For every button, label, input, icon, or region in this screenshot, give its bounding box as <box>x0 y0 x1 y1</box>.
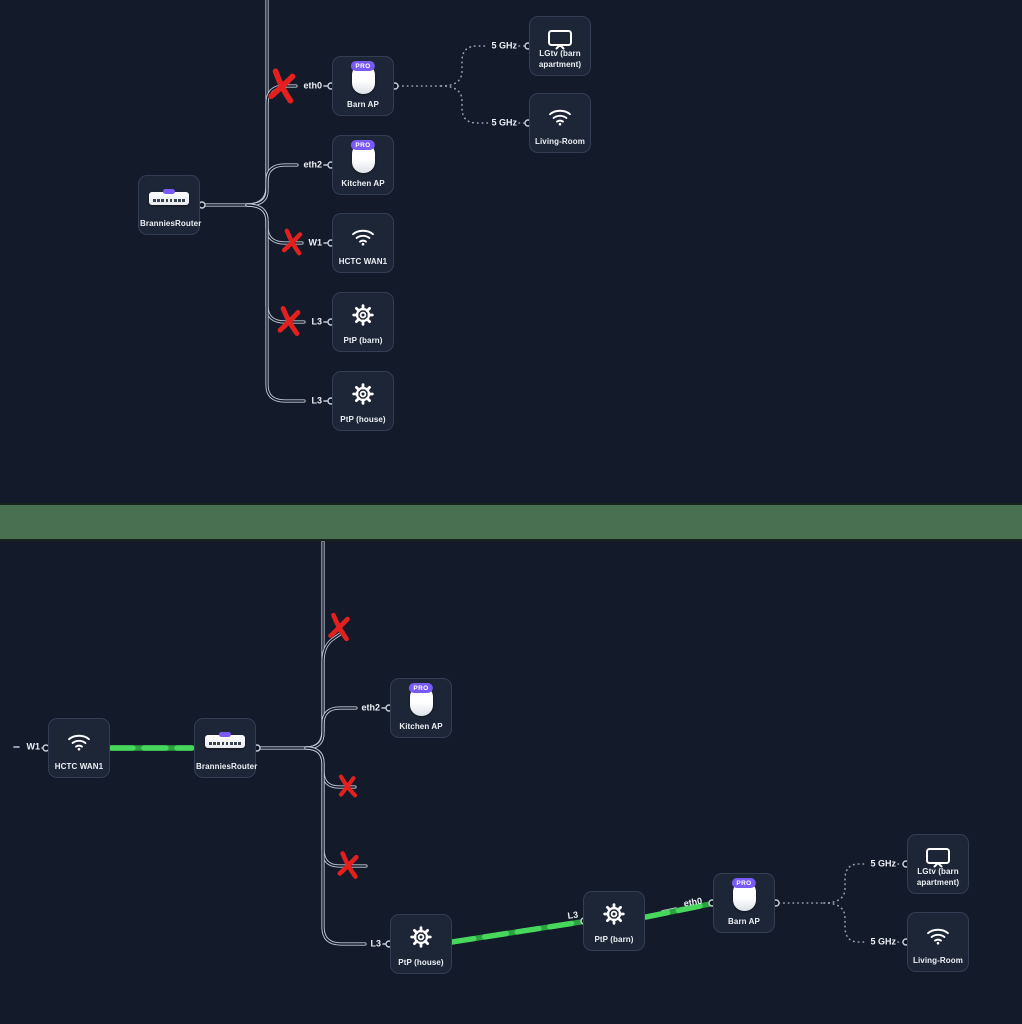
device-node-hctc-wan1[interactable]: HCTC WAN1 <box>332 213 394 273</box>
device-node-barn-ap[interactable]: PRO Barn AP <box>332 56 394 116</box>
wifi-iconwrap <box>333 220 393 252</box>
port-label-wan_uplink: W1 <box>26 741 41 752</box>
device-label: LGtv (barn apartment) <box>538 49 582 69</box>
tv-iconwrap <box>908 841 968 873</box>
pro-badge: PRO <box>731 878 757 888</box>
device-label: Barn AP <box>728 916 760 926</box>
device-node-hctc-wan1[interactable]: HCTC WAN1 <box>48 718 110 778</box>
port-label-barn_ap: eth0 <box>303 80 322 91</box>
gear-icon <box>410 926 432 948</box>
device-label: HCTC WAN1 <box>338 256 388 266</box>
access-point-pro-icon: PRO <box>714 878 774 912</box>
tv-iconwrap <box>530 23 590 55</box>
device-label: PtP (house) <box>398 957 444 967</box>
router-badge <box>219 732 231 737</box>
device-node-ptp-house[interactable]: PtP (house) <box>332 371 394 431</box>
device-label: Kitchen AP <box>399 721 443 731</box>
device-node-lgtv-barn-apartment[interactable]: LGtv (barn apartment) <box>529 16 591 76</box>
port-label-kitchen_ap: eth2 <box>361 702 380 713</box>
device-node-ptp-house[interactable]: PtP (house) <box>390 914 452 974</box>
device-node-living-room[interactable]: Living-Room <box>529 93 591 153</box>
access-point-pro-icon: PRO <box>333 61 393 95</box>
router-icon <box>195 725 255 757</box>
device-label: Living-Room <box>535 136 585 146</box>
device-label: PtP (house) <box>340 414 386 424</box>
wifi-icon <box>68 734 90 750</box>
port-label-hctc_wan: W1 <box>308 237 323 248</box>
wifi-iconwrap <box>908 919 968 951</box>
gear-icon <box>603 903 625 925</box>
port-label-ptp_barn: L3 <box>566 909 579 921</box>
port-label-lgtv_band: 5 GHz <box>491 40 517 51</box>
device-label: HCTC WAN1 <box>54 761 104 771</box>
divider-bar <box>0 503 1022 541</box>
router-badge <box>163 189 175 194</box>
port-label-kitchen_ap: eth2 <box>303 159 322 170</box>
device-node-branniesrouter[interactable]: BranniesRouter <box>138 175 202 235</box>
port-label-living_room_band: 5 GHz <box>870 936 896 947</box>
gear-iconwrap <box>333 378 393 410</box>
port-label-living_room_band: 5 GHz <box>491 117 517 128</box>
port-label-ptp_house: L3 <box>370 938 381 949</box>
wifi-icon <box>352 229 374 245</box>
wired-links <box>13 0 677 946</box>
pro-badge: PRO <box>350 61 376 71</box>
gear-iconwrap <box>584 898 644 930</box>
access-point-pro-icon: PRO <box>391 683 451 717</box>
device-label: PtP (barn) <box>594 934 634 944</box>
router-icon <box>139 182 199 214</box>
wifi-icon <box>549 109 571 125</box>
device-node-ptp-barn[interactable]: PtP (barn) <box>583 891 645 951</box>
wifi-iconwrap <box>49 725 109 757</box>
wifi-icon <box>927 928 949 944</box>
device-label: Kitchen AP <box>341 178 385 188</box>
device-node-lgtv-barn-apartment[interactable]: LGtv (barn apartment) <box>907 834 969 894</box>
port-label-lgtv_band: 5 GHz <box>870 858 896 869</box>
active-links <box>108 745 713 945</box>
gear-iconwrap <box>333 299 393 331</box>
gear-iconwrap <box>391 921 451 953</box>
device-node-living-room[interactable]: Living-Room <box>907 912 969 972</box>
device-label: LGtv (barn apartment) <box>916 867 960 887</box>
tv-icon <box>926 848 950 868</box>
device-label: Living-Room <box>913 955 963 965</box>
access-point-pro-icon: PRO <box>333 140 393 174</box>
tv-icon <box>548 30 572 50</box>
wifi-iconwrap <box>530 100 590 132</box>
port-label-ptp_barn: L3 <box>311 316 322 327</box>
device-node-kitchen-ap[interactable]: PRO Kitchen AP <box>390 678 452 738</box>
wireless-links <box>397 45 904 943</box>
port-label-ptp_house: L3 <box>311 395 322 406</box>
pro-badge: PRO <box>408 683 434 693</box>
device-node-kitchen-ap[interactable]: PRO Kitchen AP <box>332 135 394 195</box>
gear-icon <box>352 383 374 405</box>
device-label: BranniesRouter <box>196 761 258 771</box>
device-node-branniesrouter[interactable]: BranniesRouter <box>194 718 258 778</box>
gear-icon <box>352 304 374 326</box>
device-label: Barn AP <box>347 99 379 109</box>
device-node-barn-ap[interactable]: PRO Barn AP <box>713 873 775 933</box>
device-node-ptp-barn[interactable]: PtP (barn) <box>332 292 394 352</box>
device-label: PtP (barn) <box>343 335 383 345</box>
device-label: BranniesRouter <box>140 218 202 228</box>
pro-badge: PRO <box>350 140 376 150</box>
